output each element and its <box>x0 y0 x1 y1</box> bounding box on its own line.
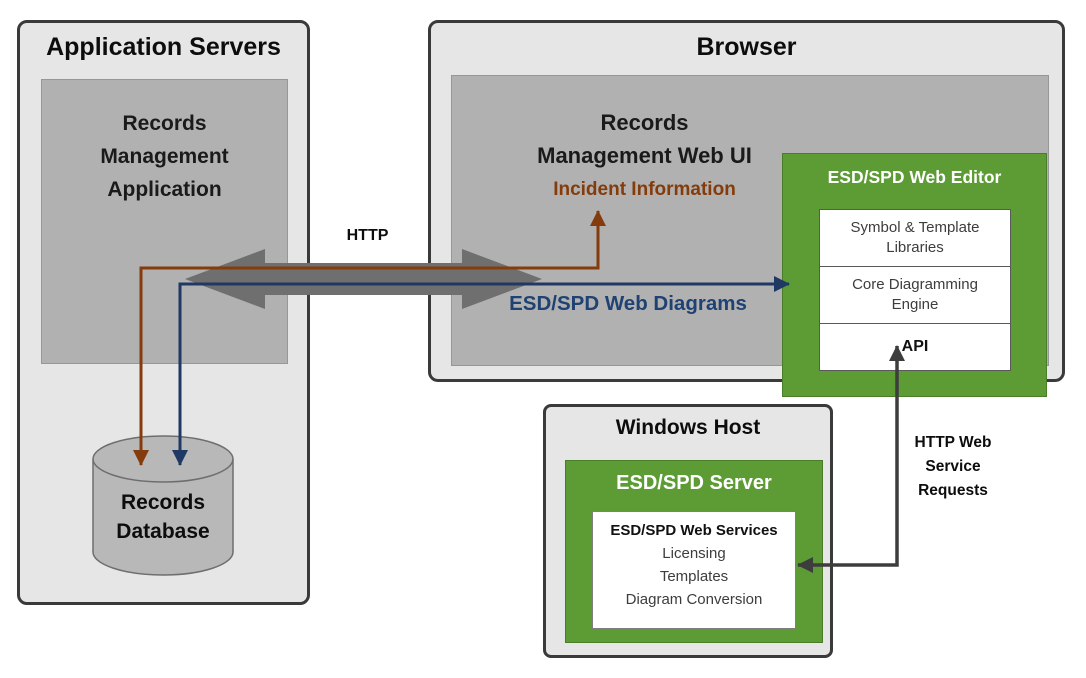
esd-spd-web-editor-title: ESD/SPD Web Editor <box>827 167 1002 187</box>
esd-spd-server-box: ESD/SPD Server ESD/SPD Web Services Lice… <box>565 460 823 643</box>
application-servers-title: Application Servers <box>46 33 281 61</box>
esd-spd-web-services-title: ESD/SPD Web Services <box>610 522 778 539</box>
service-licensing: Licensing <box>662 545 726 562</box>
esd-spd-server-title: ESD/SPD Server <box>616 472 772 494</box>
module-2-line-2: Engine <box>891 296 939 313</box>
records-management-web-ui-label: Records Management Web UI <box>477 106 812 172</box>
module-3-line-1: API <box>901 338 929 355</box>
browser-inner-box: Records Management Web UI Incident Infor… <box>451 75 1049 397</box>
rm-app-line-1: Records <box>122 112 207 135</box>
module-2-line-1: Core Diagramming <box>852 276 978 293</box>
module-1-line-1: Symbol & Template <box>850 219 980 236</box>
rm-app-line-2: Management <box>100 145 229 168</box>
symbol-template-libraries-module: Symbol & Template Libraries <box>820 210 1010 267</box>
webui-line-1: Records <box>600 110 689 135</box>
records-management-application-box: Records Management Application <box>41 79 288 364</box>
browser-title: Browser <box>696 33 797 61</box>
records-management-application-label: Records Management Application <box>42 80 287 206</box>
core-diagramming-engine-module: Core Diagramming Engine <box>820 267 1010 324</box>
api-module: API <box>820 324 1010 370</box>
incident-information-label: Incident Information <box>553 179 736 200</box>
webui-line-2: Management Web UI <box>537 143 752 168</box>
windows-host-title: Windows Host <box>615 416 761 439</box>
windows-host-panel: Windows Host ESD/SPD Server ESD/SPD Web … <box>543 404 833 658</box>
service-templates: Templates <box>659 568 729 585</box>
module-1-line-2: Libraries <box>886 239 944 256</box>
service-diagram-conversion: Diagram Conversion <box>625 591 763 608</box>
esd-spd-web-editor-box: ESD/SPD Web Editor Symbol & Template Lib… <box>782 153 1047 397</box>
esd-spd-web-services-box: ESD/SPD Web Services Licensing Templates… <box>592 511 796 629</box>
editor-module-stack: Symbol & Template Libraries Core Diagram… <box>819 209 1011 371</box>
rm-app-line-3: Application <box>107 178 222 201</box>
application-servers-panel: Application Servers Records Management A… <box>17 20 310 605</box>
browser-panel: Browser Records Management Web UI Incide… <box>428 20 1065 397</box>
